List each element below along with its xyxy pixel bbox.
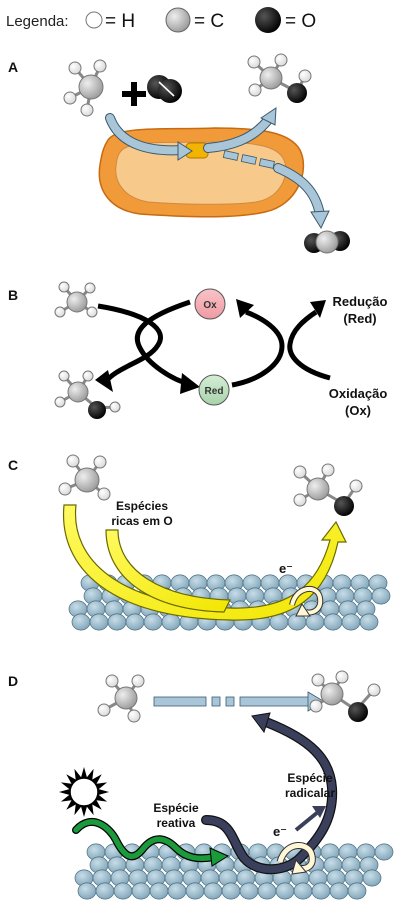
surface-atom — [113, 882, 133, 900]
methanol-molecule-a — [247, 53, 312, 103]
panel-b: B — [8, 281, 388, 419]
especie-reativa-line1: Espécie — [153, 801, 199, 815]
ox-label: Ox — [203, 300, 217, 311]
inflow-arrow — [106, 114, 186, 155]
carbon-legend-icon — [165, 7, 191, 33]
surface-atom — [329, 882, 349, 900]
surface-atom — [362, 869, 382, 887]
surface-atom — [359, 613, 379, 631]
methanol-molecule-c — [293, 463, 363, 516]
electron-arrow-c — [290, 587, 323, 615]
sun-icon — [59, 767, 109, 817]
surface-atom — [203, 882, 223, 900]
especies-label-line2: ricas em O — [111, 514, 172, 528]
surface-atom — [143, 613, 163, 631]
hydrogen-legend-icon — [85, 11, 103, 29]
panel-c-letter: C — [8, 457, 18, 473]
catalyst-surface-d — [74, 843, 394, 900]
ox-state-circle — [194, 288, 226, 320]
surface-atom — [185, 882, 205, 900]
yellow-oxidation-arrow — [62, 504, 347, 621]
reducao-abbrev: (Red) — [343, 311, 376, 326]
methanol-molecule-b — [54, 370, 121, 419]
dashed-conversion-arrow — [153, 691, 325, 712]
surface-atom — [323, 613, 343, 631]
legend-o-label: = O — [285, 11, 316, 32]
surface-atom — [95, 882, 115, 900]
panel-d: D — [8, 670, 394, 900]
surface-atom — [275, 882, 295, 900]
radical-species-arrow — [202, 718, 336, 873]
surface-atom — [77, 882, 97, 900]
especie-reativa-line2: reativa — [157, 816, 196, 830]
methanol-outflow-arrow — [204, 116, 272, 152]
yellow-species-arrow — [105, 529, 231, 613]
surface-atom — [167, 882, 187, 900]
surface-atom — [311, 882, 331, 900]
surface-atom — [257, 882, 277, 900]
surface-atom — [71, 613, 91, 631]
methane-molecule-d — [97, 674, 145, 723]
left-redox-cross-arrows — [95, 299, 200, 394]
legend-c-label: = C — [194, 11, 224, 32]
oxygen-molecule-icon — [147, 75, 182, 103]
plus-icon — [122, 82, 146, 106]
electron-label-d: e⁻ — [273, 824, 287, 839]
especies-label-line1: Espécies — [116, 499, 168, 513]
red-label: Red — [205, 386, 224, 397]
surface-atom — [107, 613, 127, 631]
right-redox-cross-arrows — [231, 299, 331, 388]
surface-atom — [149, 882, 169, 900]
co2-outflow-arrow — [222, 150, 330, 230]
surface-atom — [293, 882, 313, 900]
surface-atom — [125, 613, 145, 631]
surface-atom — [341, 613, 361, 631]
panel-b-letter: B — [8, 287, 18, 303]
co2-molecule-icon — [304, 230, 350, 254]
reducao-label: Redução — [333, 294, 388, 309]
surface-atom — [131, 882, 151, 900]
methane-molecule-a — [63, 59, 107, 117]
electron-label-c: e⁻ — [279, 561, 293, 576]
panel-a: A — [8, 53, 350, 254]
legend: Legenda: = H = C = O — [6, 7, 316, 33]
oxidacao-label: Oxidação — [329, 386, 388, 401]
legend-h-label: = H — [105, 11, 135, 32]
methanol-molecule-d — [309, 670, 381, 722]
oxidacao-abbrev: (Ox) — [345, 403, 371, 418]
panel-d-letter: D — [8, 673, 18, 689]
especie-radicalar-line2: radicalar — [285, 786, 335, 800]
surface-atom — [374, 843, 394, 861]
methane-molecule-c — [58, 454, 111, 501]
surface-atom — [347, 882, 367, 900]
oxygen-legend-icon — [255, 7, 281, 33]
electron-arrow-d — [277, 843, 315, 871]
panel-c: C — [8, 454, 391, 631]
especie-radicalar-line1: Espécie — [287, 771, 333, 785]
green-reactive-arrow — [73, 819, 217, 862]
surface-atom — [371, 587, 391, 605]
panel-a-letter: A — [8, 59, 18, 75]
legend-title: Legenda: — [6, 13, 69, 30]
methane-molecule-b — [54, 281, 98, 318]
surface-atom — [239, 882, 259, 900]
surface-atom — [89, 613, 109, 631]
surface-atom — [221, 882, 241, 900]
surface-atom — [161, 613, 181, 631]
red-state-circle — [198, 374, 230, 406]
